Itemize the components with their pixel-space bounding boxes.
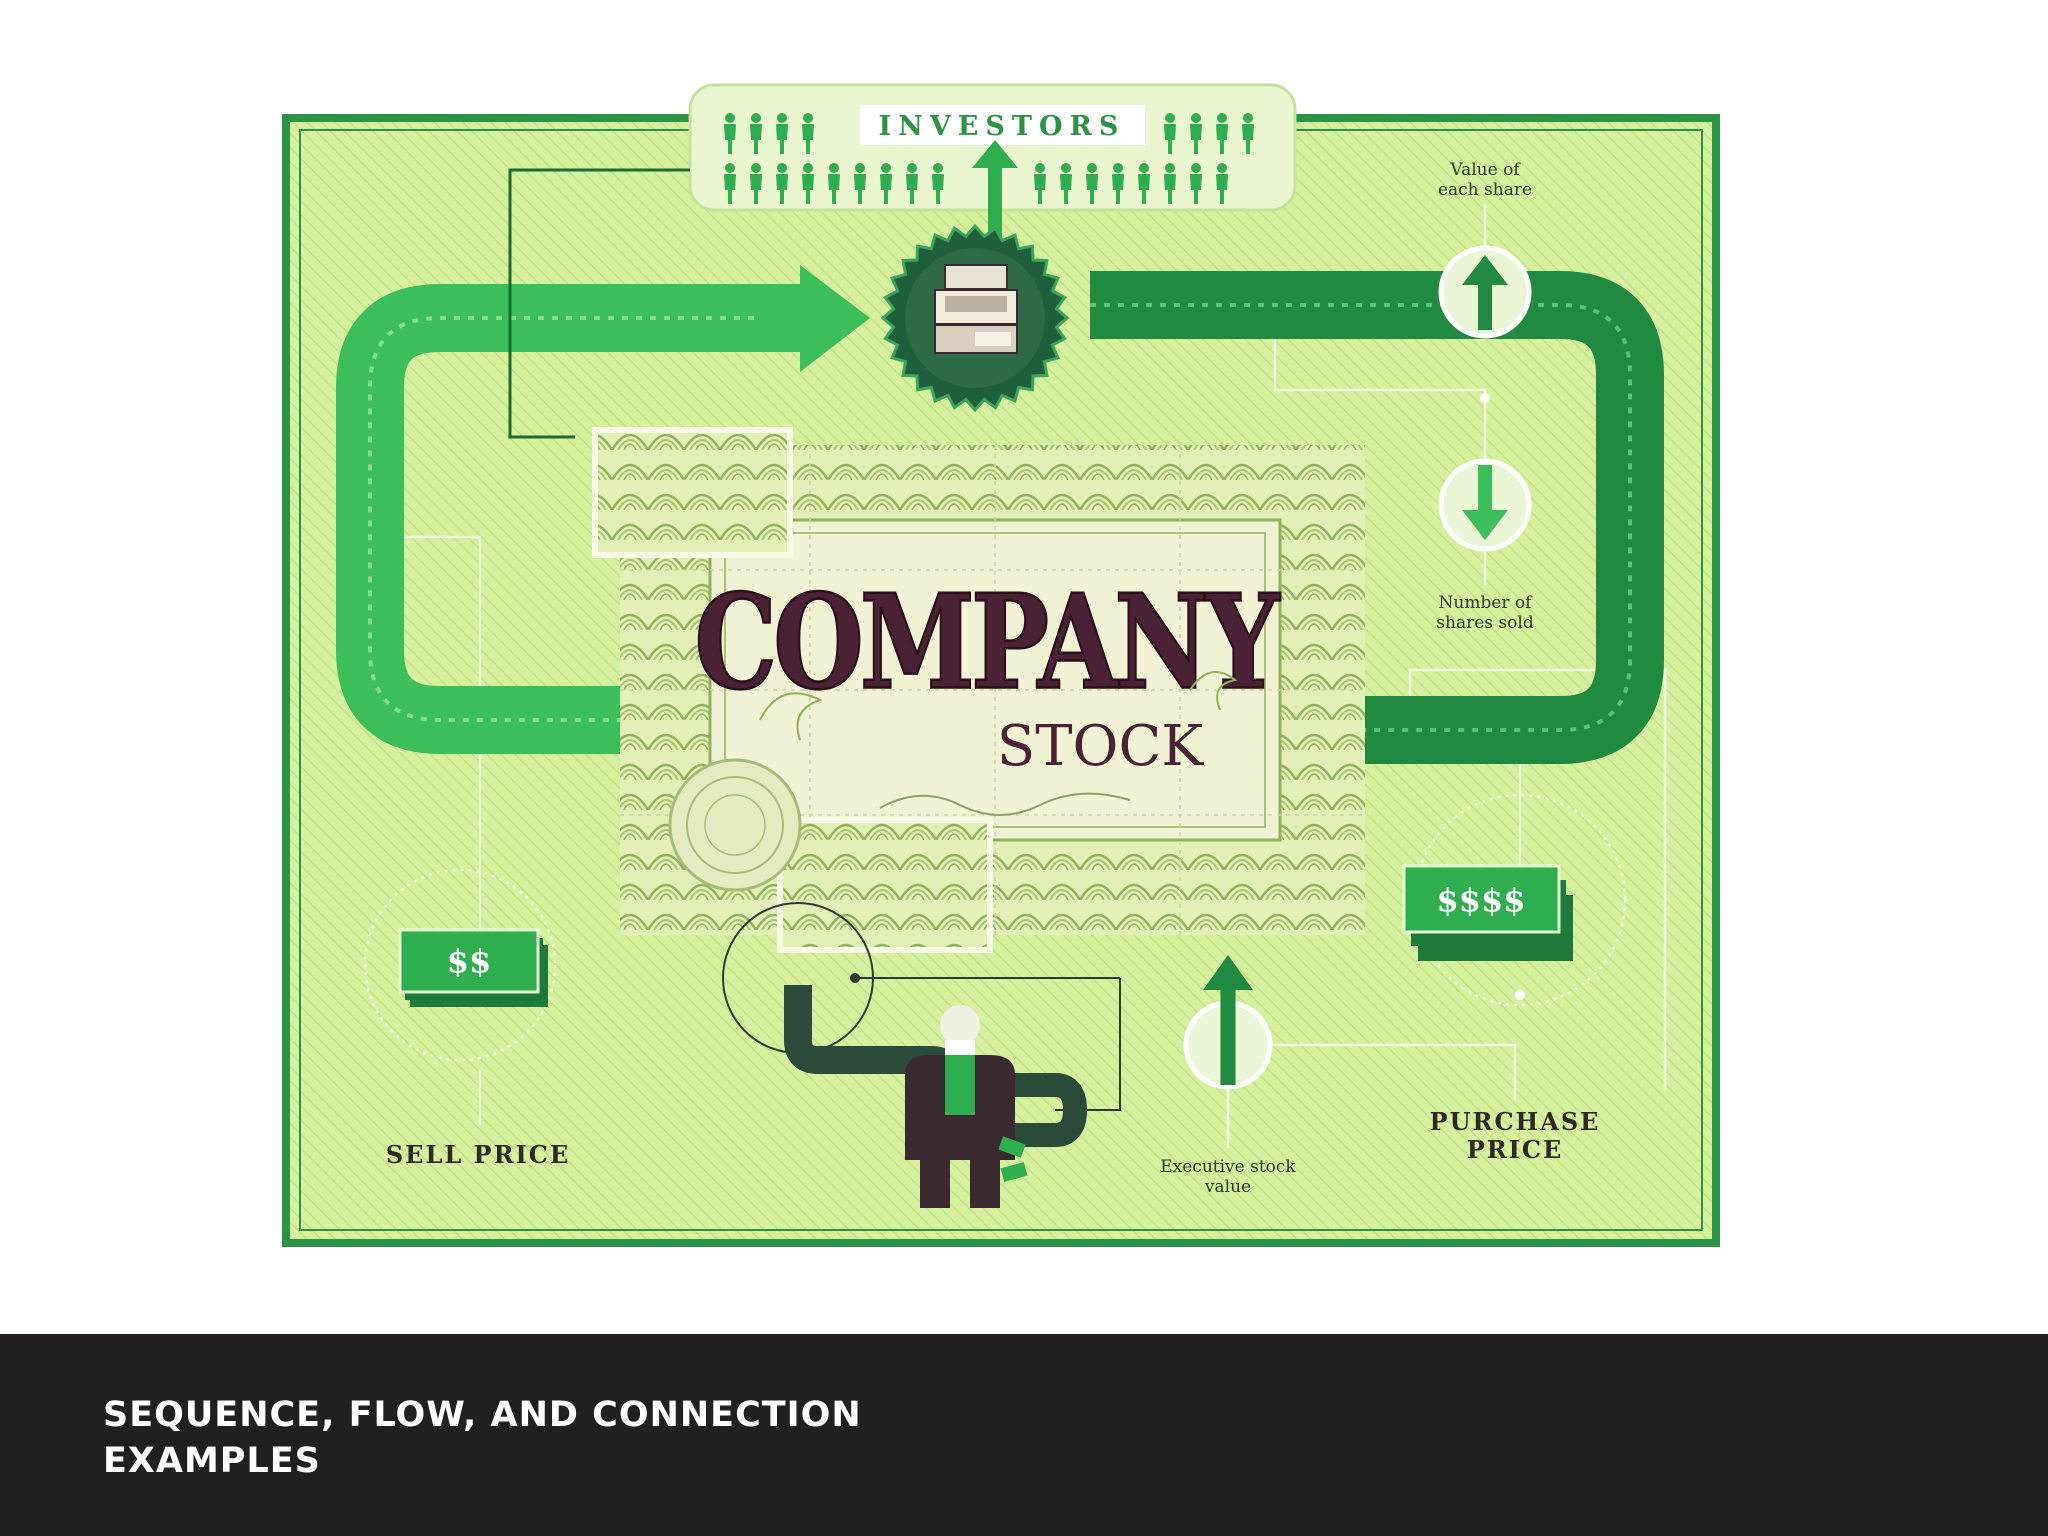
sell-price-money: $$ SELL PRICE <box>363 868 570 1169</box>
flow-arrow-right <box>760 265 870 372</box>
investor-figures <box>724 113 1254 204</box>
poster-stage: INVESTORS COMPANY STOCK <box>282 83 1720 1247</box>
executive-stock-indicator: Executive stock value <box>1160 955 1296 1197</box>
executive-figure <box>722 902 1121 1208</box>
purchase-price-money: $$$$ PURCHASE PRICE <box>1402 793 1627 1164</box>
certificate-word-stock: STOCK <box>997 714 1204 779</box>
purchase-money-label: $$$$ <box>1436 881 1525 919</box>
share-value-indicator: Value of each share <box>1438 160 1532 339</box>
slide-caption-line1: SEQUENCE, FLOW, AND CONNECTION <box>103 1395 862 1435</box>
sell-price-label: SELL PRICE <box>386 1140 570 1169</box>
value-label-line2: each share <box>1438 180 1532 200</box>
cash-register-icon <box>934 264 1018 354</box>
purchase-price-line1: PURCHASE <box>1430 1107 1601 1136</box>
purchase-price-line2: PRICE <box>1467 1135 1564 1164</box>
slide-caption: SEQUENCE, FLOW, AND CONNECTION EXAMPLES <box>103 1392 1003 1484</box>
stock-certificate: COMPANY STOCK <box>592 427 1365 953</box>
exec-label-line2: value <box>1204 1177 1251 1197</box>
cash-register-seal <box>880 223 1070 413</box>
flow-loop-right <box>1090 271 1664 764</box>
shares-label-line1: Number of <box>1439 593 1534 613</box>
shares-sold-indicator: Number of shares sold <box>1436 458 1534 633</box>
investors-label: INVESTORS <box>879 111 1126 142</box>
caption-bar: SEQUENCE, FLOW, AND CONNECTION EXAMPLES <box>0 1334 2048 1536</box>
stock-flow-diagram: INVESTORS COMPANY STOCK <box>282 83 1720 1247</box>
sell-money-label: $$ <box>447 942 492 980</box>
exec-label-line1: Executive stock <box>1160 1157 1296 1177</box>
value-label-line1: Value of <box>1449 160 1521 180</box>
slide-caption-line2: EXAMPLES <box>103 1441 321 1481</box>
shares-label-line2: shares sold <box>1436 613 1534 633</box>
